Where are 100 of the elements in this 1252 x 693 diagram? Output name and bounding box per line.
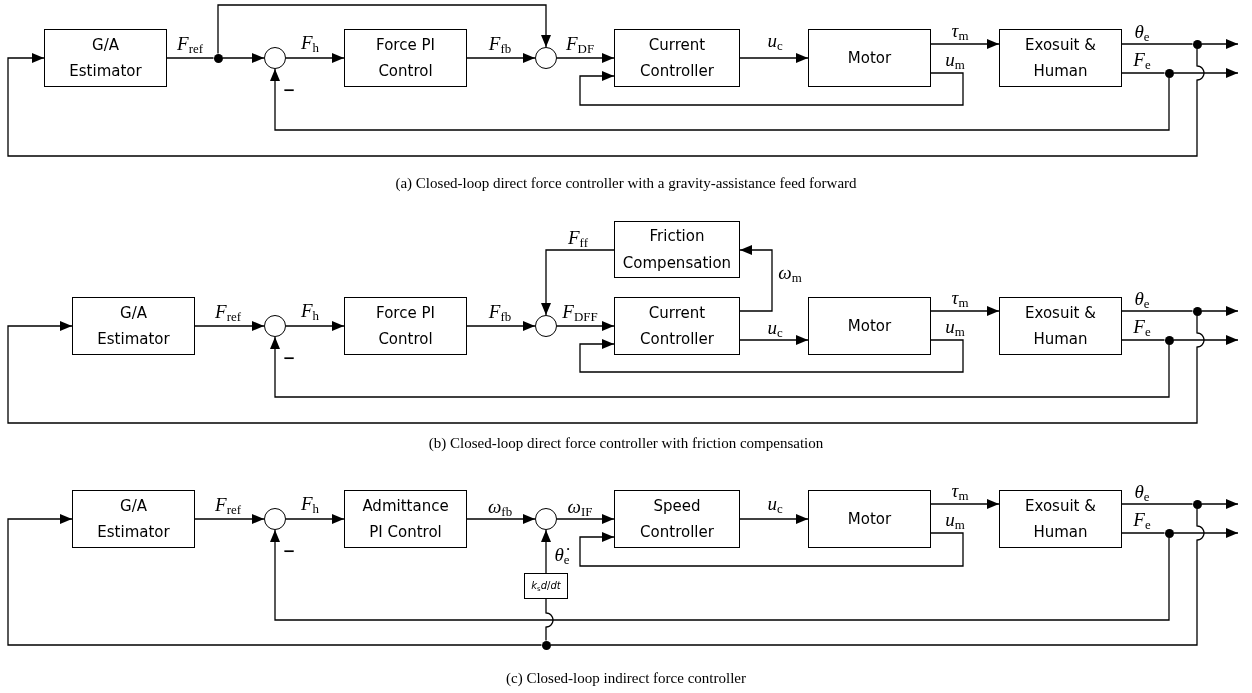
signal-arrow — [270, 336, 1170, 398]
signal-line — [549, 507, 1205, 646]
signal-label: F$_{h}$ — [300, 32, 320, 56]
signal-arrow — [541, 529, 551, 574]
block-label: Exosuit & Human — [1024, 302, 1097, 350]
signal-arrow — [466, 514, 536, 524]
block-label: G/A Estimator — [96, 302, 171, 350]
block-box — [614, 297, 740, 355]
block-label: Force PI Control — [375, 34, 436, 82]
junction-dot — [1164, 335, 1174, 345]
summing-junction — [535, 47, 557, 69]
block-box — [72, 297, 195, 355]
block-label: Admittance PI Control — [361, 495, 450, 543]
block-box — [344, 490, 467, 548]
junction-dot — [541, 640, 551, 650]
summing-junction — [264, 315, 286, 337]
signal-label: θ$_{e}$ — [1134, 288, 1150, 312]
signal-label: τ$_{m}$ — [951, 480, 969, 504]
signal-arrow — [541, 249, 615, 316]
junction-dot — [213, 53, 223, 63]
signal-label: θ̇$_{e}$ — [554, 544, 570, 568]
block-box — [999, 490, 1122, 548]
signal-arrow — [466, 53, 536, 63]
signal-label: u$_{c}$ — [767, 493, 783, 517]
signal-label: F$_{ref}$ — [177, 33, 203, 57]
block-box — [999, 297, 1122, 355]
sign-label: − — [282, 82, 296, 98]
signal-line — [1121, 310, 1194, 312]
signal-label: u$_{c}$ — [767, 317, 783, 341]
signal-arrow — [1172, 528, 1239, 538]
signal-arrow — [739, 335, 809, 345]
signal-arrow — [270, 529, 1170, 621]
signal-label: ω$_{IF}$ — [567, 496, 593, 520]
signal-arrow — [739, 245, 773, 312]
signal-label: u$_{m}$ — [945, 509, 965, 533]
signal-arrow — [7, 47, 1205, 157]
signal-label: ω$_{fb}$ — [487, 496, 513, 520]
signal-arrow — [1200, 499, 1239, 509]
signal-line — [1121, 339, 1166, 341]
junction-dot — [1192, 39, 1202, 49]
signal-line — [1121, 532, 1166, 534]
block-box — [614, 29, 740, 87]
block-label: Exosuit & Human — [1024, 495, 1097, 543]
summing-junction — [535, 508, 557, 530]
signal-label: τ$_{m}$ — [951, 20, 969, 44]
block-label: Current Controller — [639, 302, 715, 350]
signal-label: u$_{m}$ — [945, 49, 965, 73]
signal-arrow — [194, 514, 265, 524]
signal-arrow — [739, 53, 809, 63]
signal-label: θ$_{e}$ — [1134, 481, 1150, 505]
junction-dot — [1164, 528, 1174, 538]
block-box — [614, 490, 740, 548]
signal-arrow — [579, 532, 964, 567]
signal-label: F$_{h}$ — [300, 493, 320, 517]
signal-line — [1121, 43, 1194, 45]
block-label: G/A Estimator — [68, 34, 143, 82]
summing-junction — [535, 315, 557, 337]
summing-junction — [264, 508, 286, 530]
signal-label: F$_{ref}$ — [215, 494, 241, 518]
signal-arrow — [7, 514, 543, 646]
figure-caption: (b) Closed-loop direct force controller with friction compensation — [428, 434, 824, 452]
junction-dot — [1192, 306, 1202, 316]
signal-arrow — [930, 306, 1000, 316]
sign-label: − — [282, 543, 296, 559]
signal-label: F$_{fb}$ — [488, 33, 512, 57]
signal-arrow — [217, 4, 551, 55]
signal-arrow — [556, 53, 615, 63]
block-label: Motor — [847, 508, 892, 530]
signal-arrow — [221, 53, 265, 63]
summing-junction — [264, 47, 286, 69]
signal-arrow — [579, 71, 964, 106]
signal-arrow — [930, 39, 1000, 49]
signal-arrow — [1172, 68, 1239, 78]
signal-label: ω$_{m}$ — [778, 262, 802, 286]
signal-arrow — [285, 53, 345, 63]
block-box — [614, 221, 740, 278]
signal-label: F$_{e}$ — [1133, 509, 1151, 533]
signal-line — [1121, 503, 1194, 505]
block-label: Force PI Control — [375, 302, 436, 350]
figure-caption: (c) Closed-loop indirect force controller — [506, 669, 746, 687]
block-box — [999, 29, 1122, 87]
block-label: Friction Compensation — [621, 226, 733, 274]
block-label: Exosuit & Human — [1024, 34, 1097, 82]
signal-arrow — [285, 321, 345, 331]
block-label: Speed Controller — [639, 495, 715, 543]
signal-arrow — [556, 321, 615, 331]
signal-arrow — [556, 514, 615, 524]
block-label: Motor — [847, 47, 892, 69]
signal-arrow — [1200, 39, 1239, 49]
signal-label: F$_{e}$ — [1133, 316, 1151, 340]
block-box — [808, 29, 931, 87]
block-box — [44, 29, 167, 87]
signal-arrow — [194, 321, 265, 331]
signal-line — [545, 598, 554, 642]
signal-arrow — [7, 314, 1205, 424]
sign-label: − — [282, 350, 296, 366]
block-box — [344, 29, 467, 87]
signal-label: F$_{DF}$ — [565, 33, 595, 57]
signal-label: F$_{e}$ — [1133, 49, 1151, 73]
junction-dot — [1164, 68, 1174, 78]
